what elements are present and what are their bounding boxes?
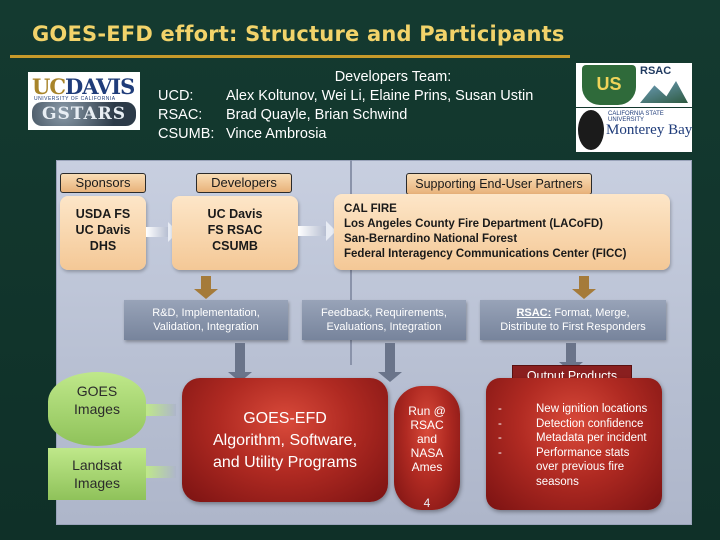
- usfs-shield-icon: US: [582, 65, 636, 105]
- csumb-name-text: Monterey Bay: [606, 122, 693, 138]
- output-products-box: - New ignition locations - Detection confi…: [486, 378, 662, 510]
- rd-line: R&D, Implementation,: [152, 307, 260, 319]
- rsac-distribute-box: RSAC: Format, Merge, Distribute to First…: [480, 300, 666, 340]
- ucdavis-gstars-logo: UCDAVIS UNIVERSITY OF CALIFORNIA GSTARS: [28, 72, 140, 130]
- sponsor-item: USDA FS: [75, 207, 131, 221]
- algorithm-line: GOES-EFD: [243, 410, 327, 427]
- team-members: Vince Ambrosia: [226, 126, 327, 142]
- csumb-logo: CALIFORNIA STATE UNIVERSITY Monterey Bay: [576, 108, 692, 152]
- right-arrow-icon: [298, 221, 336, 241]
- partner-item: Federal Interagency Communications Cente…: [344, 248, 627, 260]
- down-arrow-icon: [228, 343, 252, 382]
- goes-images-line: Images: [74, 401, 120, 417]
- rsac-logo-text: RSAC: [640, 65, 672, 77]
- run-at-line: Run @: [408, 404, 446, 418]
- output-text: Metadata per incident: [536, 432, 647, 444]
- team-members: Alex Koltunov, Wei Li, Elaine Prins, Sus…: [226, 88, 534, 104]
- sponsor-item: UC Davis: [75, 223, 131, 237]
- tab-sponsors: Sponsors: [60, 173, 146, 193]
- logo-gstars-text: GSTARS: [32, 102, 136, 126]
- partner-item: Los Angeles County Fire Department (LACo…: [344, 218, 603, 230]
- partners-box: CAL FIRE Los Angeles County Fire Departm…: [334, 194, 670, 270]
- rd-line: Validation, Integration: [153, 321, 259, 333]
- output-item: over previous fire: [498, 460, 658, 475]
- output-item: seasons: [498, 475, 658, 490]
- run-at-box: Run @ RSAC and NASA Ames: [394, 386, 460, 510]
- partner-item: CAL FIRE: [344, 203, 397, 215]
- team-row: CSUMB: Vince Ambrosia: [158, 125, 588, 144]
- feedback-line: Evaluations, Integration: [326, 321, 442, 333]
- down-arrow-icon: [378, 343, 402, 382]
- rd-box: R&D, Implementation, Validation, Integra…: [124, 300, 288, 340]
- team-org: CSUMB:: [158, 126, 215, 142]
- right-arrow-icon: [146, 466, 176, 478]
- feedback-line: Feedback, Requirements,: [321, 307, 447, 319]
- bullet-dash: -: [498, 403, 502, 415]
- output-text: Detection confidence: [536, 417, 644, 430]
- down-arrow-icon: [194, 276, 218, 299]
- developers-team: Developers Team: UCD: Alex Koltunov, Wei…: [158, 68, 588, 144]
- rsac-text: Format, Merge,: [551, 307, 630, 319]
- rsac-line2: Distribute to First Responders: [500, 321, 646, 333]
- team-org: RSAC:: [158, 107, 203, 123]
- output-item: - Detection confidence: [498, 417, 658, 432]
- title-underline: [10, 55, 570, 58]
- rsac-label: RSAC:: [516, 307, 552, 319]
- developers-team-heading: Developers Team:: [334, 69, 452, 85]
- team-members: Brad Quayle, Brian Schwind: [226, 107, 408, 123]
- sponsors-box: USDA FS UC Davis DHS: [60, 196, 146, 270]
- bullet-dash: -: [498, 432, 502, 444]
- down-arrow-icon: [559, 343, 583, 372]
- partner-item: San-Bernardino National Forest: [344, 233, 518, 245]
- csumb-csu-text: CALIFORNIA STATE UNIVERSITY: [608, 111, 664, 123]
- slide-title: GOES-EFD effort: Structure and Participa…: [32, 22, 565, 46]
- feedback-box: Feedback, Requirements, Evaluations, Int…: [302, 300, 466, 340]
- run-at-line: RSAC: [410, 418, 444, 432]
- developers-box: UC Davis FS RSAC CSUMB: [172, 196, 298, 270]
- right-arrow-icon: [146, 222, 178, 242]
- developer-item: CSUMB: [212, 239, 258, 253]
- tab-partners: Supporting End-User Partners: [406, 173, 592, 195]
- output-item: - Performance stats: [498, 446, 658, 461]
- otter-emblem-icon: [578, 110, 604, 150]
- output-item: - New ignition locations: [498, 402, 658, 417]
- page-number: 4: [423, 496, 431, 510]
- algorithm-line: Algorithm, Software,: [212, 432, 358, 449]
- algorithm-box: GOES-EFD Algorithm, Software, and Utilit…: [182, 378, 388, 502]
- down-arrow-icon: [572, 276, 596, 299]
- output-text: over previous fire: [536, 461, 625, 473]
- landsat-images-line: Images: [74, 475, 120, 491]
- run-at-line: and: [416, 432, 438, 446]
- sponsor-item: DHS: [89, 239, 117, 253]
- developer-item: FS RSAC: [207, 223, 263, 237]
- team-org: UCD:: [158, 88, 194, 104]
- bullet-dash: -: [498, 446, 502, 459]
- run-at-line: Ames: [411, 460, 443, 474]
- usfs-rsac-logo: US RSAC: [576, 63, 692, 107]
- bullet-dash: -: [498, 417, 502, 430]
- landsat-images-box: Landsat Images: [48, 448, 146, 500]
- logo-univ-text: UNIVERSITY OF CALIFORNIA: [34, 96, 116, 102]
- goes-images-line: GOES: [76, 383, 118, 399]
- mountain-icon: [640, 81, 688, 103]
- team-row: RSAC: Brad Quayle, Brian Schwind: [158, 106, 588, 125]
- logo-uc-text: UC: [32, 74, 66, 99]
- landsat-images-line: Landsat: [72, 457, 122, 473]
- logo-davis-text: DAVIS: [65, 74, 135, 99]
- output-text: seasons: [536, 475, 579, 488]
- output-text: Performance stats: [536, 446, 630, 459]
- developer-item: UC Davis: [207, 207, 263, 221]
- algorithm-line: and Utility Programs: [212, 454, 358, 471]
- goes-images-box: GOES Images: [48, 372, 146, 446]
- right-arrow-icon: [146, 404, 176, 416]
- team-row: UCD: Alex Koltunov, Wei Li, Elaine Prins…: [158, 87, 588, 106]
- output-text: New ignition locations: [536, 403, 648, 415]
- run-at-line: NASA: [410, 446, 444, 460]
- output-item: - Metadata per incident: [498, 431, 658, 446]
- tab-developers: Developers: [196, 173, 292, 193]
